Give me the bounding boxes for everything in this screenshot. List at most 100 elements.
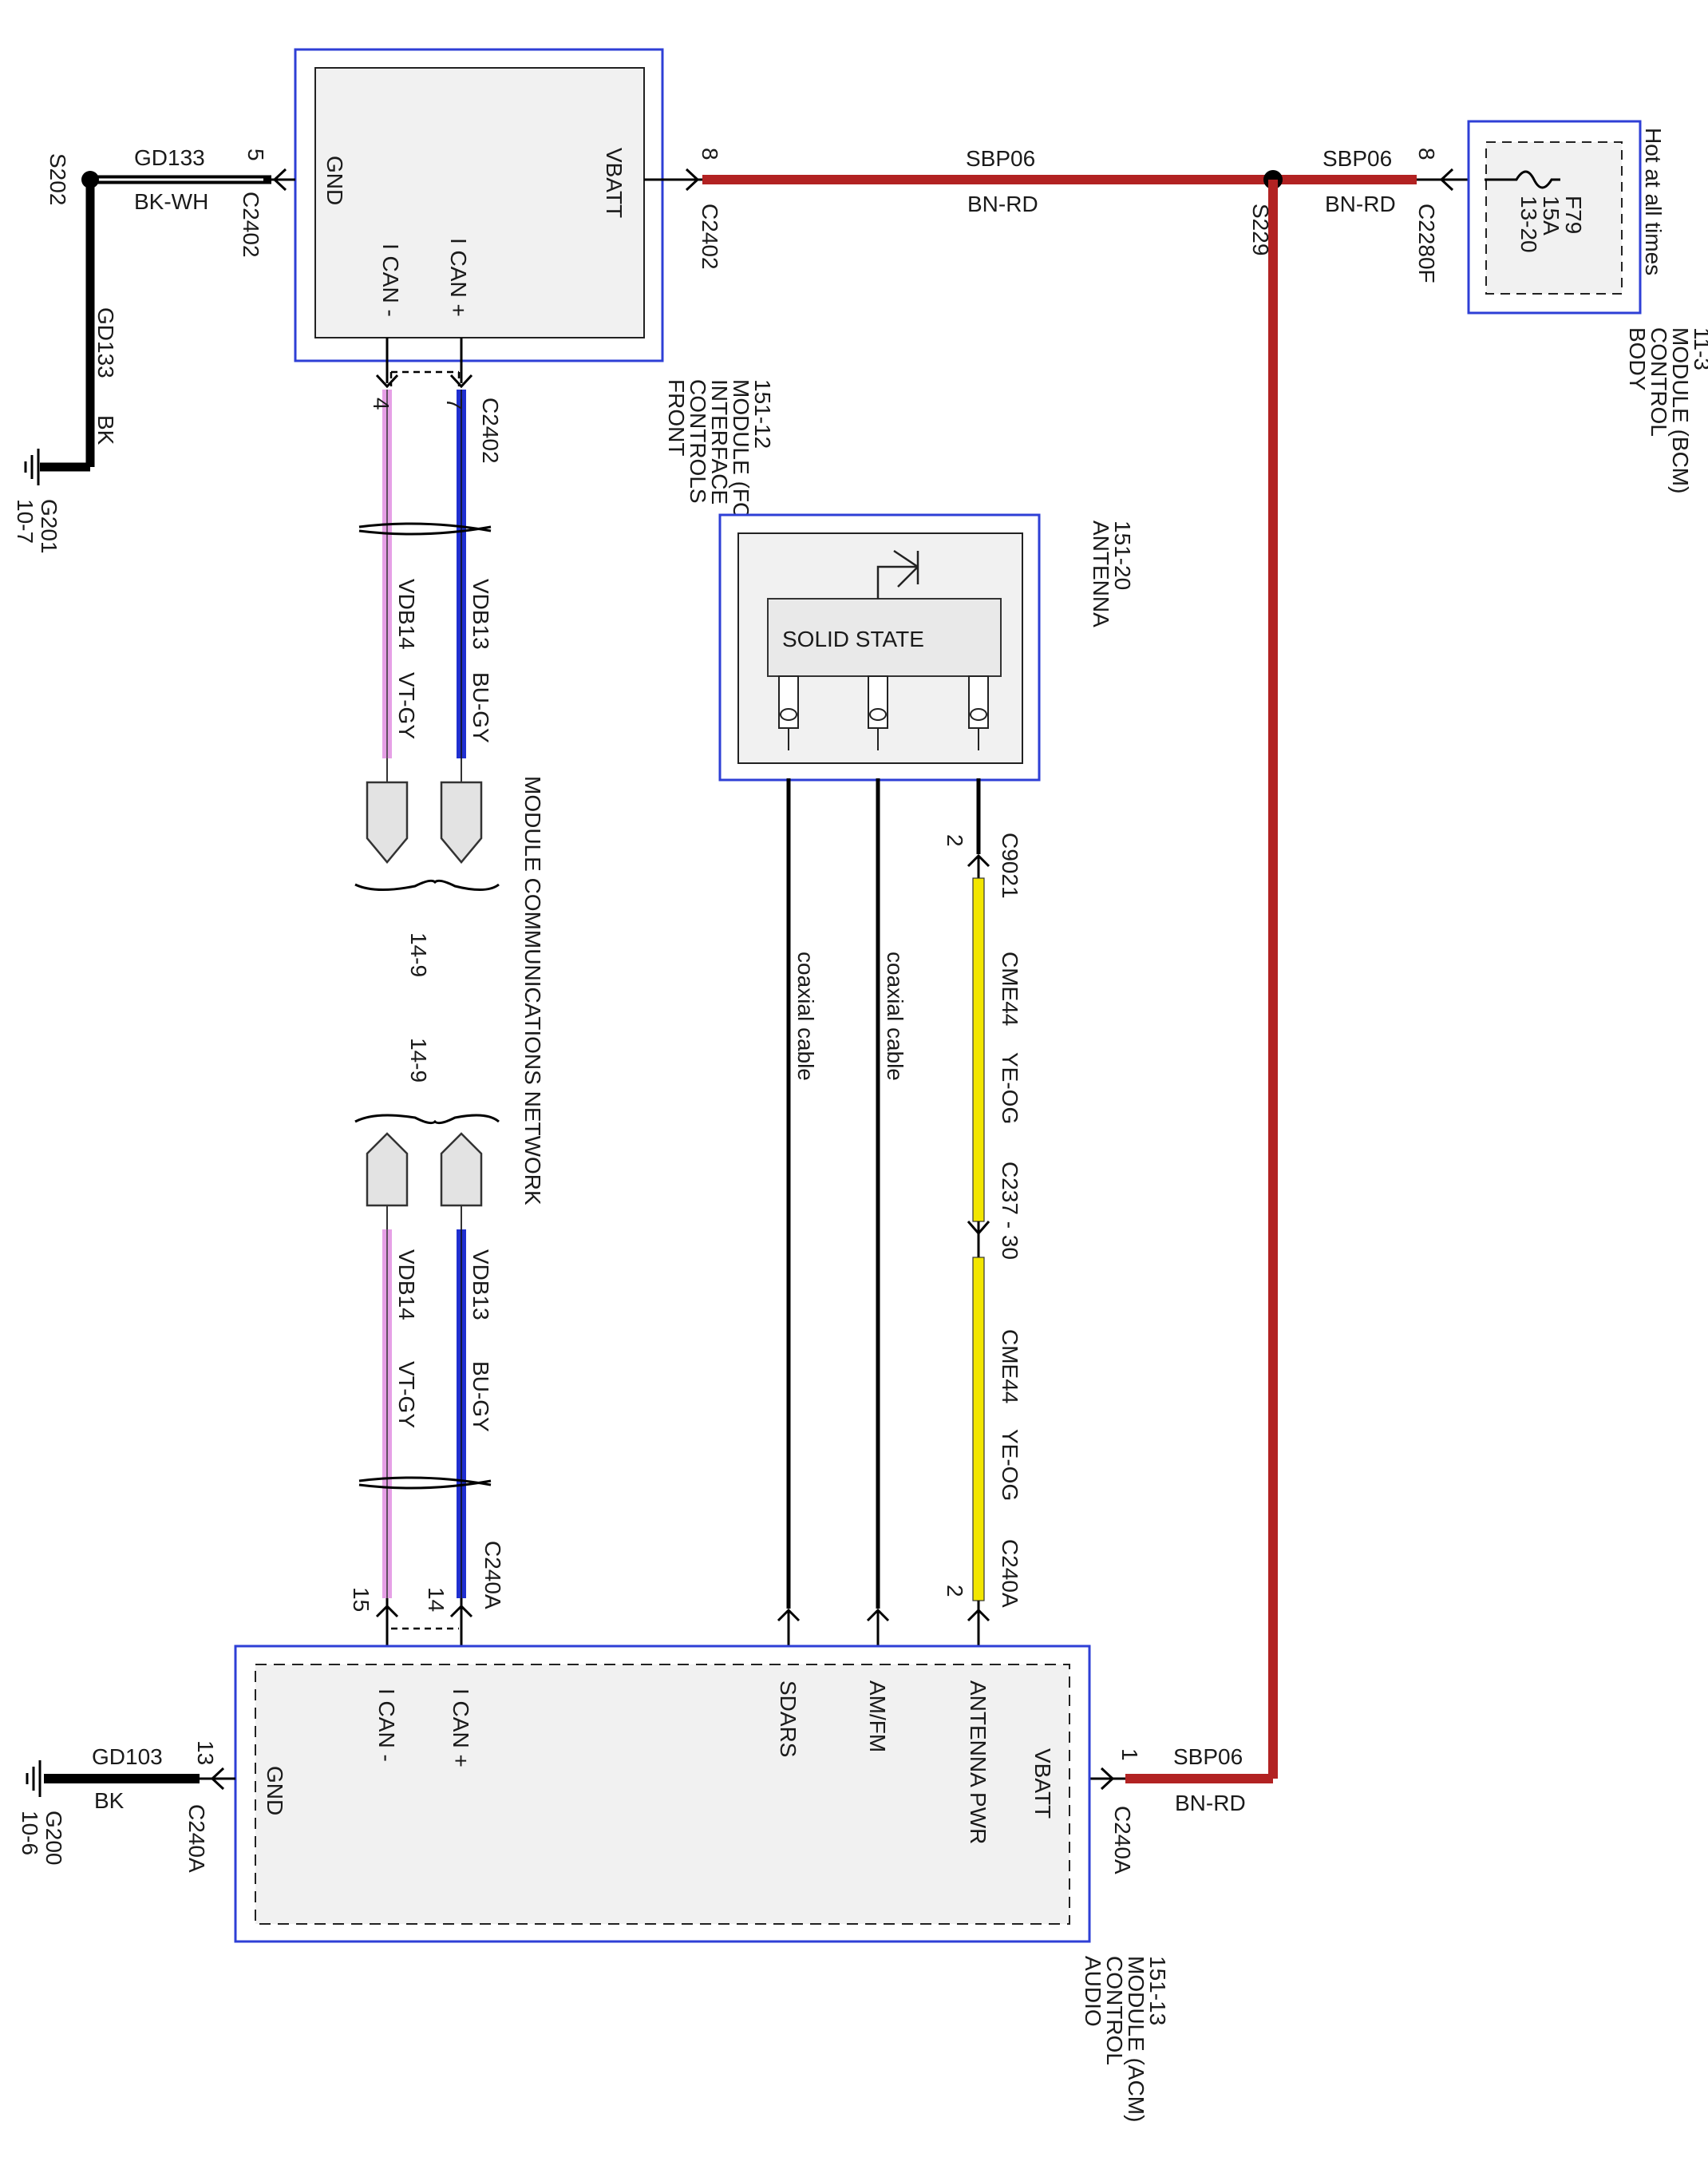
- vdb14-plug-bottom: [366, 1132, 409, 1207]
- fcim-module: GND VBATT I CAN - I CAN + FRONT CONTROLS…: [294, 48, 775, 556]
- c2402-vbatt-connector: C2402: [698, 204, 722, 270]
- acm-module: GND I CAN - I CAN + SDARS AM/FM ANTENNA …: [234, 1645, 1170, 2122]
- acm-pin-amfm: AM/FM: [865, 1680, 890, 1752]
- gd103-color-label: BK: [94, 1788, 125, 1813]
- network-ref-top: 14-9: [406, 932, 431, 977]
- sbp06-label-top: SBP06: [966, 146, 1035, 171]
- c240a-can-terminals: [375, 1598, 473, 1646]
- g200-ground-icon: [26, 1760, 42, 1797]
- g201-ground-icon: [24, 449, 40, 485]
- fuse-rating: 15A: [1539, 196, 1564, 236]
- can-bottom-pin-15: 15: [349, 1587, 374, 1612]
- c237-connector: C237 - 30: [998, 1162, 1022, 1260]
- g201-ref: 10-7: [13, 499, 38, 544]
- acm-pin-gnd: GND: [263, 1766, 287, 1815]
- solid-state-label: SOLID STATE: [782, 627, 924, 651]
- cme44-wire-upper: [972, 877, 985, 1222]
- can-bus-top: 4 7 C2402 VDB14 VT-GY VDB13 BU-GY 14-9 M…: [354, 338, 545, 1205]
- bu-gy-label-bottom: BU-GY: [469, 1361, 493, 1432]
- sbp06-label-acm: SBP06: [1173, 1744, 1243, 1769]
- bn-rd-label-top: BN-RD: [967, 192, 1038, 216]
- vt-gy-label-bottom: VT-GY: [394, 1361, 419, 1428]
- vdb14-plug-top: [366, 781, 409, 864]
- antenna-terminals: [778, 675, 989, 750]
- network-ref-bottom: 14-9: [406, 1038, 431, 1083]
- c240a-antenna-terminal: [967, 1601, 990, 1646]
- c9021-terminal: [967, 853, 990, 878]
- network-title: MODULE COMMUNICATIONS NETWORK: [520, 776, 545, 1205]
- vdb13-label-top: VDB13: [469, 579, 493, 650]
- g200-label: G200: [42, 1811, 66, 1866]
- ye-og-label-upper: YE-OG: [998, 1052, 1022, 1124]
- c9021-pin: 2: [943, 834, 967, 847]
- cme44-wire-lower: [972, 1257, 985, 1601]
- c240a-vbatt-terminal: [1089, 1767, 1125, 1791]
- c2280f-connector: C2280F: [1414, 204, 1439, 283]
- bk-wh-color-label: BK-WH: [134, 189, 208, 214]
- can-top-pin-7: 7: [442, 398, 467, 410]
- bk-color-label: BK: [93, 415, 118, 445]
- c9021-connector: C9021: [998, 833, 1022, 899]
- s229-label: S229: [1248, 204, 1273, 255]
- g201-label: G201: [37, 499, 61, 554]
- power-feed-circuit: SBP06 BN-RD SBP06 BN-RD S229 8 C2402 8 C…: [644, 146, 1485, 1874]
- cme44-label-lower: CME44: [998, 1329, 1022, 1403]
- bn-rd-label-bcm: BN-RD: [1325, 192, 1396, 216]
- c2402-vbatt-pin: 8: [698, 148, 722, 160]
- can-top-connector: C2402: [478, 398, 503, 464]
- bcm-name: BODY CONTROL MODULE (BCM) 11-3: [1625, 327, 1708, 500]
- can-top-pin-4: 4: [369, 398, 393, 410]
- top-ground-circuit: GD133 BK-WH 5 C2402 S202 GD133 BK G201 1…: [13, 145, 295, 554]
- gd133-circuit-label-v: GD133: [93, 307, 118, 378]
- fuse-label: F79: [1561, 196, 1586, 234]
- vdb14-label-top: VDB14: [394, 579, 419, 650]
- can-bottom-pin-14: 14: [424, 1587, 449, 1612]
- cme44-label-upper: CME44: [998, 952, 1022, 1026]
- fcim-pin-ican-minus: I CAN -: [378, 243, 403, 317]
- bcm-fuse-box: [1485, 141, 1623, 295]
- fuse-ref: 13-20: [1516, 196, 1541, 253]
- c2402-vbatt-terminal: [644, 168, 702, 192]
- network-bracket-bottom: [354, 1114, 500, 1125]
- c240a-vbatt-connector: C240A: [1110, 1806, 1135, 1874]
- antenna-feeds: coaxial cable coaxial cable 2 C9021 CME4…: [777, 778, 1022, 1646]
- gd103-label: GD103: [92, 1744, 163, 1769]
- acm-pin-antenna-pwr: ANTENNA PWR: [966, 1680, 990, 1844]
- bottom-ground-circuit: GD103 BK 13 C240A G200 10-6: [18, 1740, 235, 1873]
- vdb13-plug-top: [440, 781, 483, 864]
- vdb14-label-bottom: VDB14: [394, 1249, 419, 1320]
- c240a-gnd-terminal: [200, 1767, 235, 1791]
- fcim-inner-box: [314, 67, 645, 338]
- fcim-pin-vbatt: VBATT: [602, 148, 627, 218]
- bcm-module: F79 15A 13-20 Hot at all times BODY CONT…: [1467, 120, 1708, 500]
- fcim-pin-gnd: GND: [322, 156, 347, 205]
- sbp06-label-bcm: SBP06: [1323, 146, 1392, 171]
- acm-pin-vbatt: VBATT: [1030, 1748, 1055, 1819]
- c240a-vbatt-pin: 1: [1117, 1748, 1142, 1761]
- antenna-name: ANTENNA 151-20: [1089, 520, 1135, 632]
- vdb13-label-bottom: VDB13: [469, 1249, 493, 1320]
- acm-pin-ican-plus: I CAN +: [449, 1688, 473, 1767]
- fcim-name: FRONT CONTROLS INTERFACE MODULE (FCIM) 1…: [664, 379, 775, 556]
- sdars-coax-label: coaxial cable: [793, 952, 818, 1081]
- c240a-gnd-pin: 13: [193, 1740, 218, 1765]
- c240a-gnd-connector: C240A: [184, 1804, 209, 1873]
- c237-terminal: [967, 1221, 990, 1257]
- network-bracket-top: [354, 879, 500, 892]
- bn-rd-label-acm: BN-RD: [1175, 1791, 1246, 1815]
- c240a-coax-terminals: [777, 1608, 890, 1646]
- fuse-icon: [1485, 170, 1560, 189]
- c2402-gnd-pin: 5: [243, 148, 268, 161]
- antenna-module: SOLID STATE ANTENNA 151-20: [718, 513, 1135, 782]
- vdb13-plug-bottom: [440, 1132, 483, 1207]
- can-bus-bottom: VDB14 VT-GY VDB13 BU-GY 14-9 15 14 C240A: [349, 1038, 505, 1646]
- c2402-gnd-connector: C2402: [239, 192, 263, 258]
- twisted-pair-bottom-icon: [358, 1476, 492, 1490]
- gd133-circuit-label-h: GD133: [134, 145, 205, 170]
- acm-pin-ican-minus: I CAN -: [374, 1688, 399, 1762]
- c240a-antenna-pin: 2: [943, 1585, 967, 1597]
- vt-gy-label-top: VT-GY: [394, 672, 419, 739]
- twisted-pair-top-icon: [358, 522, 492, 536]
- c240a-antenna-connector: C240A: [998, 1539, 1022, 1608]
